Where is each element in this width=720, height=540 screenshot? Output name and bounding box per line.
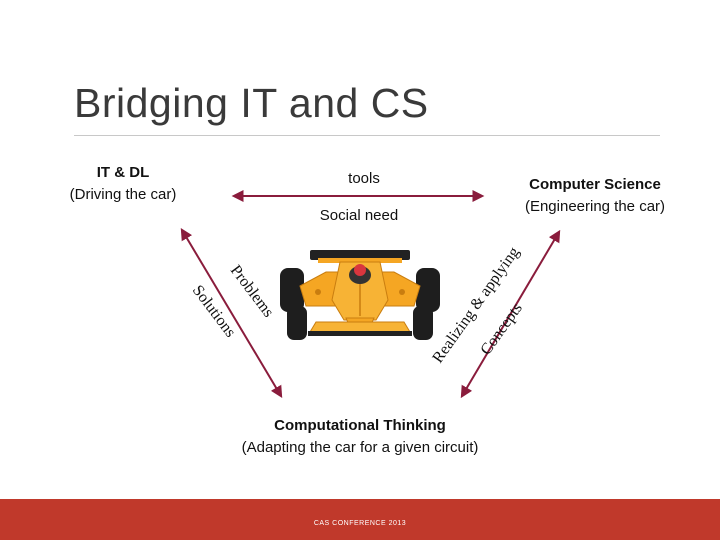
node-it-dl-sub: (Driving the car) (69, 186, 177, 203)
edge-label-tools: tools (348, 170, 380, 187)
node-ct: Computational Thinking (Adapting the car… (200, 415, 520, 459)
edge-label-social-need: Social need (319, 207, 399, 224)
edge-label-problems: Problems (227, 262, 277, 320)
node-cs-heading: Computer Science (529, 176, 661, 193)
slide-title: Bridging IT and CS (74, 80, 429, 126)
footer-bar (0, 499, 720, 540)
title-divider (74, 135, 660, 136)
node-ct-sub: (Adapting the car for a given circuit) (241, 439, 479, 456)
edge-label-concepts: Concepts (477, 300, 525, 358)
node-it-dl-heading: IT & DL (96, 164, 150, 181)
node-it-dl: IT & DL (Driving the car) (48, 162, 198, 206)
footer-text: CAS CONFERENCE 2013 (313, 520, 407, 527)
node-ct-heading: Computational Thinking (274, 417, 446, 434)
node-cs: Computer Science (Engineering the car) (500, 174, 690, 218)
arrow-cs-ct (460, 229, 561, 399)
arrow-it-ct (180, 227, 283, 399)
node-cs-sub: (Engineering the car) (524, 198, 666, 215)
race-car-icon (280, 250, 440, 340)
